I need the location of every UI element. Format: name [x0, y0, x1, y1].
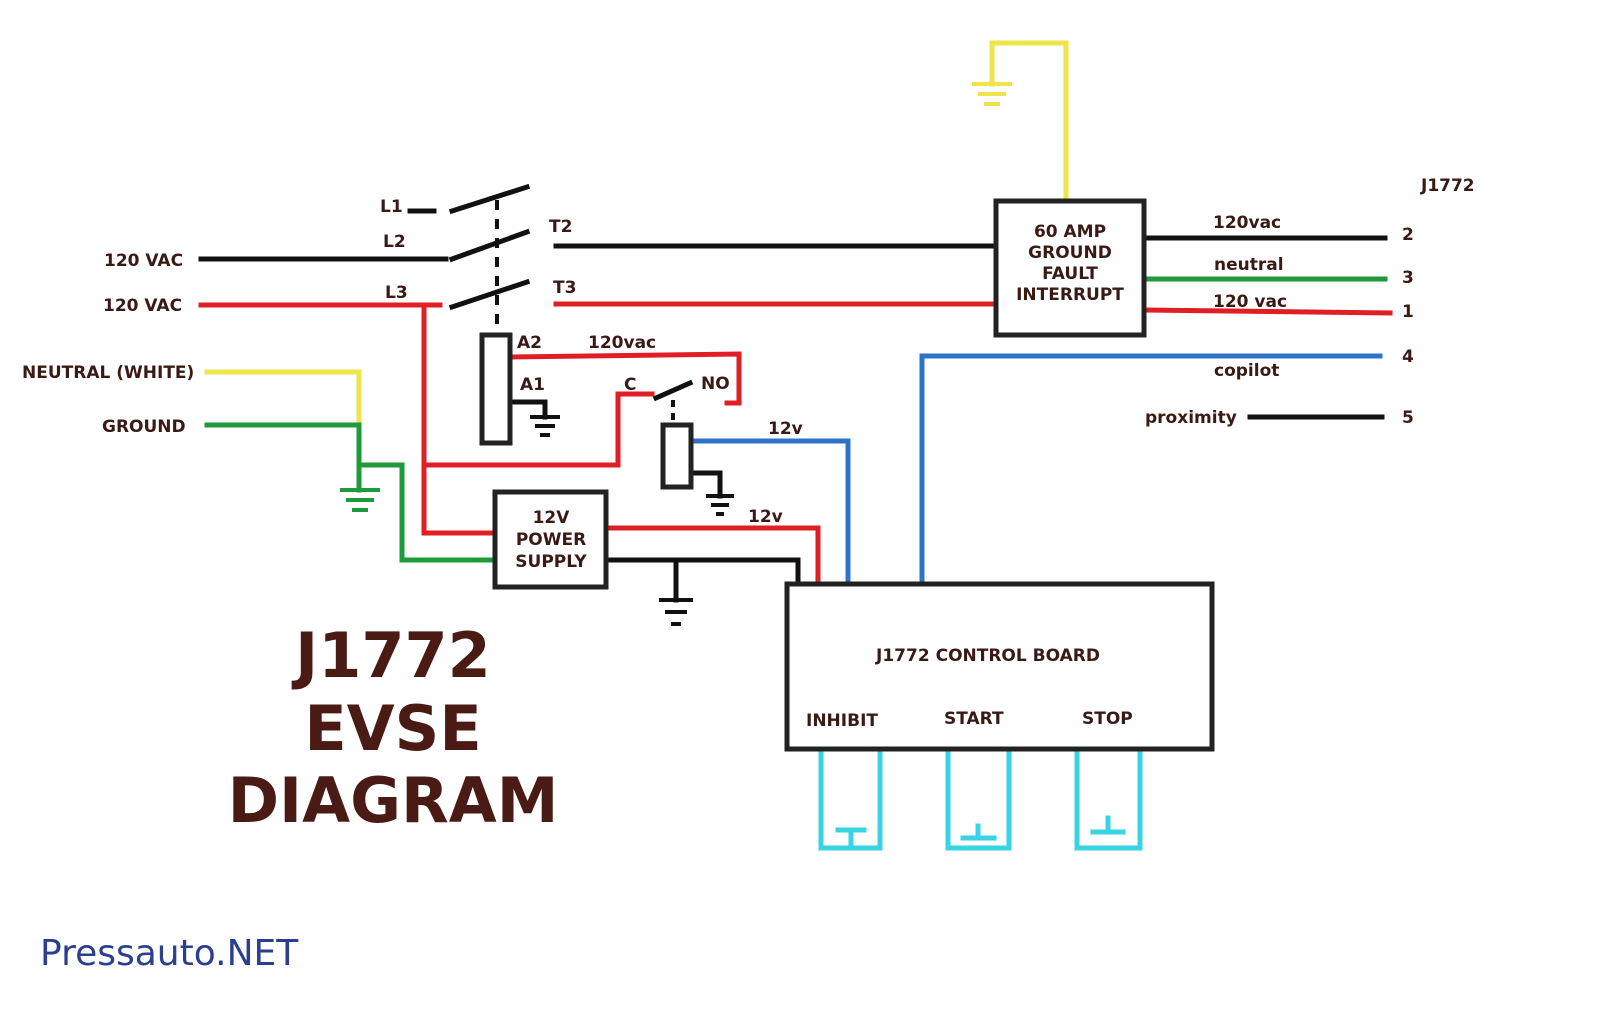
- start-label: START: [944, 709, 1004, 729]
- title-line-3: DIAGRAM: [228, 764, 559, 837]
- relay-coil-signal-label: 12v: [768, 419, 803, 439]
- connector-title: J1772: [1420, 176, 1475, 196]
- contactor-l2-label: L2: [383, 232, 406, 252]
- contactor-t2-label: T2: [549, 217, 572, 237]
- contactor-coil: [479, 332, 513, 446]
- ground-symbol-relay: [706, 494, 734, 516]
- wiring: [198, 40, 1393, 851]
- pin-1-wire-label: 120 vac: [1213, 292, 1287, 312]
- ground-label: GROUND: [102, 417, 186, 437]
- pin-3-number: 3: [1402, 268, 1414, 288]
- pin-4-number: 4: [1402, 347, 1414, 367]
- ground-symbol-gfi: [972, 82, 1012, 106]
- inhibit-label: INHIBIT: [806, 711, 878, 731]
- contactor-l3-label: L3: [385, 283, 408, 303]
- contactor-t3-label: T3: [553, 278, 576, 298]
- relay-no-label: NO: [701, 374, 730, 394]
- power-supply-box: [492, 489, 609, 590]
- gfi-box: [993, 198, 1147, 338]
- ground-symbol-coil: [530, 415, 560, 437]
- control-board-box: [784, 581, 1215, 752]
- contactor-l1-label: L1: [380, 197, 403, 217]
- control-board-title: J1772 CONTROL BOARD: [875, 646, 1100, 666]
- input-l3-label: 120 VAC: [103, 296, 182, 316]
- title-line-1: J1772: [291, 619, 491, 692]
- title-line-2: EVSE: [304, 692, 481, 765]
- neutral-label: NEUTRAL (WHITE): [22, 363, 194, 383]
- gfi-label-3: FAULT: [1042, 264, 1098, 284]
- pin-5-number: 5: [1402, 408, 1414, 428]
- stop-label: STOP: [1082, 709, 1133, 729]
- power-supply-output-label: 12v: [748, 507, 783, 527]
- pin-1-number: 1: [1402, 302, 1414, 322]
- input-l2-label: 120 VAC: [104, 251, 183, 271]
- brand-watermark: Pressauto.NET: [40, 933, 299, 974]
- ground-symbol-main: [340, 488, 380, 512]
- pin-5-wire-label: proximity: [1145, 408, 1237, 428]
- gfi-label-2: GROUND: [1028, 243, 1112, 263]
- pin-2-number: 2: [1402, 225, 1414, 245]
- power-supply-label-2: POWER: [516, 530, 586, 550]
- relay-coil: [660, 422, 694, 490]
- coil-a1-label: A1: [520, 375, 545, 395]
- ground-symbol-power-supply: [659, 598, 693, 626]
- power-supply-label-3: SUPPLY: [515, 552, 587, 572]
- pin-3-wire-label: neutral: [1214, 255, 1284, 275]
- relay-c-label: C: [624, 375, 636, 395]
- coil-a2-label: A2: [517, 333, 542, 353]
- power-supply-label-1: 12V: [533, 508, 571, 528]
- gfi-label-4: INTERRUPT: [1016, 285, 1124, 305]
- pin-2-wire-label: 120vac: [1213, 213, 1281, 233]
- pin-4-wire-label: copilot: [1214, 361, 1279, 381]
- gfi-label-1: 60 AMP: [1034, 222, 1106, 242]
- relay-coil-supply-label: 120vac: [588, 333, 656, 353]
